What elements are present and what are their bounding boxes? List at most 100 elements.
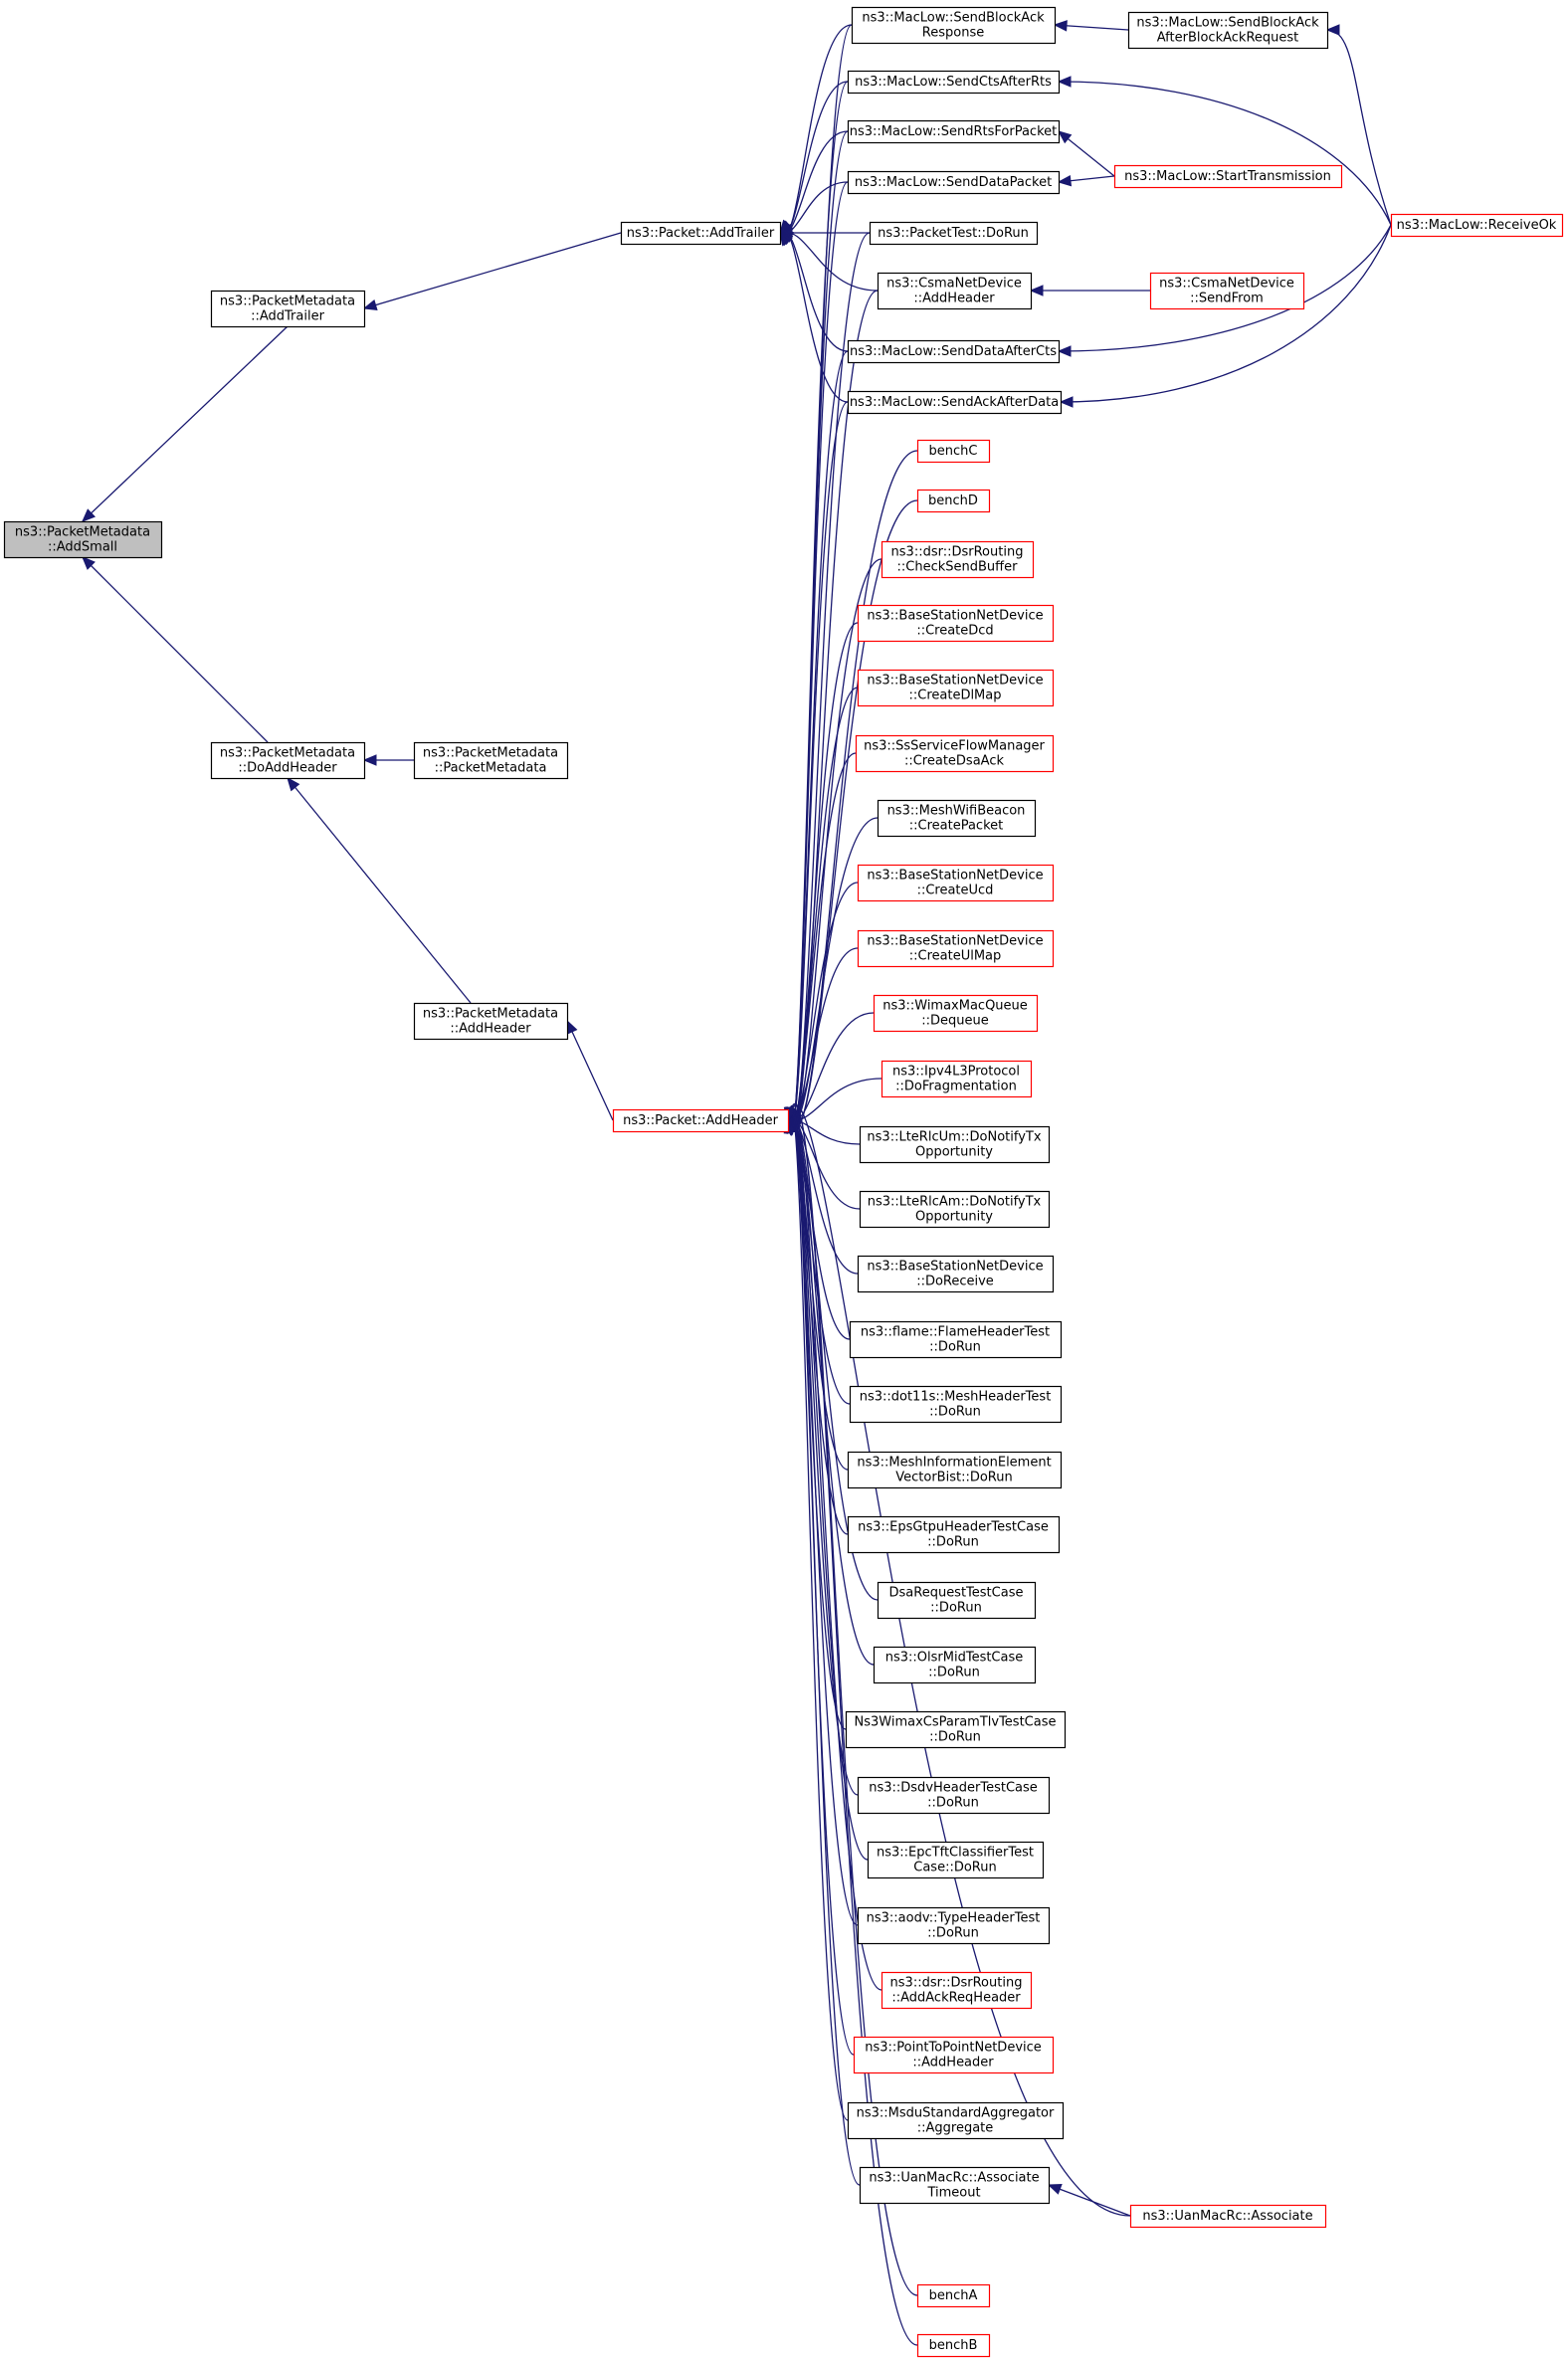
node-box[interactable] [620,221,782,246]
node-box[interactable] [845,1710,1067,1749]
node-pm-addtrailer[interactable]: ns3::PacketMetadata::AddTrailer [210,290,366,328]
node-meshinfotest[interactable]: ns3::MeshInformationElementVectorBist::D… [847,1451,1063,1489]
node-addackreq[interactable]: ns3::dsr::DsrRouting::AddAckReqHeader [881,1971,1033,2010]
node-box[interactable] [857,1776,1051,1815]
node-box[interactable] [3,520,163,559]
node-bencha[interactable]: benchA [916,2283,991,2308]
node-box[interactable] [857,1255,1055,1293]
node-starttransmission[interactable]: ns3::MacLow::StartTransmission [1113,164,1343,189]
node-box[interactable] [857,864,1055,902]
node-box[interactable] [847,119,1061,144]
node-packettest[interactable]: ns3::PacketTest::DoRun [869,221,1039,246]
node-csma-sendfrom[interactable]: ns3::CsmaNetDevice::SendFrom [1149,272,1305,310]
node-createdcd[interactable]: ns3::BaseStationNetDevice::CreateDcd [857,604,1055,643]
node-box[interactable] [859,2166,1051,2205]
node-sendrtsforpacket[interactable]: ns3::MacLow::SendRtsForPacket [847,119,1061,144]
node-box[interactable] [873,1646,1037,1684]
node-aodvtype[interactable]: ns3::aodv::TypeHeaderTest::DoRun [857,1906,1051,1945]
node-checksendbuffer[interactable]: ns3::dsr::DsrRouting::CheckSendBuffer [881,540,1035,579]
node-box[interactable] [847,1451,1063,1489]
node-box[interactable] [413,1002,569,1041]
node-dsdvheader[interactable]: ns3::DsdvHeaderTestCase::DoRun [857,1776,1051,1815]
node-box[interactable] [210,290,366,328]
node-box[interactable] [877,1581,1037,1620]
node-dequeue[interactable]: ns3::WimaxMacQueue::Dequeue [873,994,1039,1033]
node-box[interactable] [413,741,569,780]
node-box[interactable] [857,604,1055,643]
node-box[interactable] [881,540,1035,579]
node-box[interactable] [859,1125,1051,1164]
node-box[interactable] [210,741,366,780]
node-box[interactable] [847,70,1061,95]
node-senddatapacket[interactable]: ns3::MacLow::SendDataPacket [847,170,1061,195]
node-box[interactable] [873,994,1039,1033]
node-benchd[interactable]: benchD [916,489,991,513]
node-box[interactable] [1127,11,1329,50]
node-box[interactable] [1149,272,1305,310]
node-sendblockackafterreq[interactable]: ns3::MacLow::SendBlockAckAfterBlockAckRe… [1127,11,1329,50]
node-packet-addtrailer[interactable]: ns3::Packet::AddTrailer [620,221,782,246]
node-box[interactable] [1129,2204,1327,2229]
node-box[interactable] [853,2036,1055,2074]
node-p2p-addheader[interactable]: ns3::PointToPointNetDevice::AddHeader [853,2036,1055,2074]
node-box[interactable] [859,1190,1051,1229]
node-box[interactable] [881,1971,1033,2010]
node-box[interactable] [881,1060,1033,1098]
node-packet-addheader[interactable]: ns3::Packet::AddHeader [612,1108,790,1133]
node-box[interactable] [877,272,1033,310]
node-pm-ctor[interactable]: ns3::PacketMetadata::PacketMetadata [413,741,569,780]
node-createdlmap[interactable]: ns3::BaseStationNetDevice::CreateDlMap [857,669,1055,707]
node-senddataaftercts[interactable]: ns3::MacLow::SendDataAfterCts [847,339,1061,364]
node-addsmall[interactable]: ns3::PacketMetadata::AddSmall [3,520,163,559]
node-receiveok[interactable]: ns3::MacLow::ReceiveOk [1390,213,1564,238]
node-box[interactable] [867,1841,1045,1879]
node-box[interactable] [849,1385,1063,1424]
node-createulmap[interactable]: ns3::BaseStationNetDevice::CreateUlMap [857,929,1055,968]
node-box[interactable] [916,2333,991,2358]
node-createucd[interactable]: ns3::BaseStationNetDevice::CreateUcd [857,864,1055,902]
node-box[interactable] [847,170,1061,195]
node-box[interactable] [857,929,1055,968]
node-box[interactable] [1113,164,1343,189]
node-box[interactable] [849,1320,1063,1359]
node-box[interactable] [857,669,1055,707]
node-box[interactable] [612,1108,790,1133]
node-olsrmid[interactable]: ns3::OlsrMidTestCase::DoRun [873,1646,1037,1684]
node-box[interactable] [847,339,1061,364]
node-dofragmentation[interactable]: ns3::Ipv4L3Protocol::DoFragmentation [881,1060,1033,1098]
node-msdu[interactable]: ns3::MsduStandardAggregator::Aggregate [847,2101,1065,2140]
node-box[interactable] [916,489,991,513]
node-benchc[interactable]: benchC [916,439,991,464]
node-cstlv[interactable]: Ns3WimaxCsParamTlvTestCase::DoRun [845,1710,1067,1749]
node-createpacket[interactable]: ns3::MeshWifiBeacon::CreatePacket [877,799,1037,838]
node-sendctsafterrts[interactable]: ns3::MacLow::SendCtsAfterRts [847,70,1061,95]
node-csma-addheader[interactable]: ns3::CsmaNetDevice::AddHeader [877,272,1033,310]
node-flametest[interactable]: ns3::flame::FlameHeaderTest::DoRun [849,1320,1063,1359]
node-box[interactable] [847,390,1063,415]
node-box[interactable] [857,1906,1051,1945]
node-box[interactable] [855,734,1055,773]
node-sendackafterdata[interactable]: ns3::MacLow::SendAckAfterData [847,390,1063,415]
node-box[interactable] [1390,213,1564,238]
node-pm-doaddheader[interactable]: ns3::PacketMetadata::DoAddHeader [210,741,366,780]
node-box[interactable] [916,439,991,464]
node-box[interactable] [847,1515,1061,1554]
node-box[interactable] [916,2283,991,2308]
node-dsarequest[interactable]: DsaRequestTestCase::DoRun [877,1581,1037,1620]
node-createdsaack[interactable]: ns3::SsServiceFlowManager::CreateDsaAck [855,734,1055,773]
node-box[interactable] [869,221,1039,246]
node-benchb[interactable]: benchB [916,2333,991,2358]
node-box[interactable] [847,2101,1065,2140]
node-associate[interactable]: ns3::UanMacRc::Associate [1129,2204,1327,2229]
node-doreceive[interactable]: ns3::BaseStationNetDevice::DoReceive [857,1255,1055,1293]
node-box[interactable] [851,6,1057,45]
node-meshheadertest[interactable]: ns3::dot11s::MeshHeaderTest::DoRun [849,1385,1063,1424]
node-pm-addheader[interactable]: ns3::PacketMetadata::AddHeader [413,1002,569,1041]
node-epsgtpu[interactable]: ns3::EpsGtpuHeaderTestCase::DoRun [847,1515,1061,1554]
node-box[interactable] [877,799,1037,838]
